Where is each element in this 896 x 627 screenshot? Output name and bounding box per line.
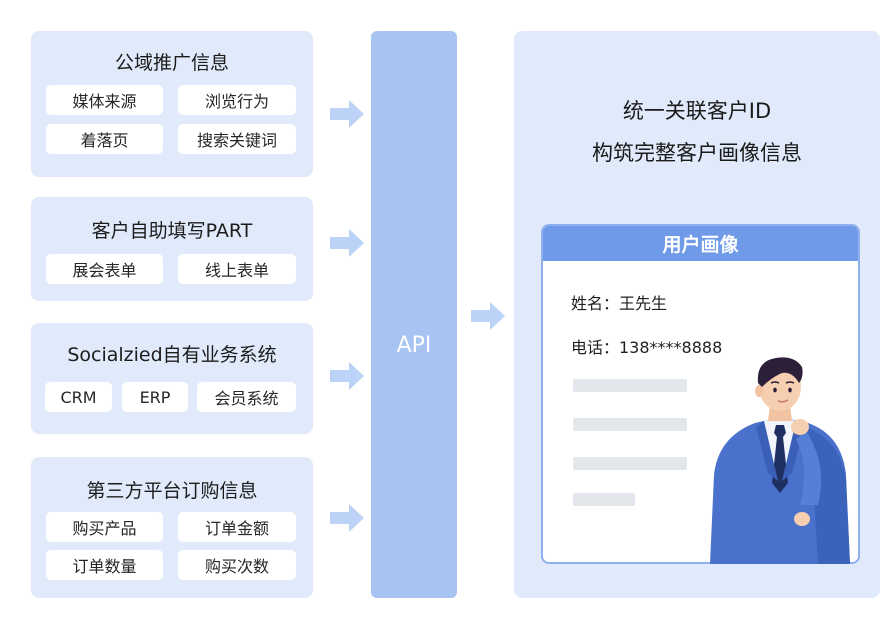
chip-media-source: 媒体来源: [46, 85, 163, 115]
headline-line-1: 统一关联客户ID: [622, 99, 772, 123]
businessman-illustration: [710, 357, 850, 564]
arrow-right-icon: [330, 100, 364, 128]
chip-order-quantity: 订单数量: [46, 550, 163, 580]
card-title: 用户画像: [543, 226, 858, 261]
api-column: API: [371, 31, 457, 598]
chip-exhibition-form: 展会表单: [46, 254, 163, 284]
chip-purchase-count: 购买次数: [178, 550, 296, 580]
name-field: 姓名：王先生: [571, 294, 668, 313]
placeholder-line: [573, 418, 687, 431]
group-title: 客户自助填写PART: [91, 220, 253, 242]
group-owned-systems: Socialzied自有业务系统 CRM ERP 会员系统: [31, 323, 313, 434]
chip-purchased-products: 购买产品: [46, 512, 163, 542]
placeholder-line: [573, 379, 687, 392]
chip-online-form: 线上表单: [178, 254, 296, 284]
group-third-party-orders: 第三方平台订购信息 购买产品 订单金额 订单数量 购买次数: [31, 457, 313, 598]
arrow-right-icon: [330, 362, 364, 390]
group-title: 公域推广信息: [114, 52, 229, 74]
phone-field: 电话：138****8888: [571, 338, 723, 357]
arrow-right-icon: [471, 302, 505, 330]
chip-landing-page: 着落页: [46, 124, 163, 154]
chip-erp: ERP: [122, 382, 188, 412]
arrow-right-icon: [330, 504, 364, 532]
chip-crm: CRM: [45, 382, 112, 412]
arrow-right-icon: [330, 229, 364, 257]
chip-search-keywords: 搜索关键词: [178, 124, 296, 154]
group-title: Socialzied自有业务系统: [67, 344, 277, 366]
group-title: 第三方平台订购信息: [86, 480, 258, 502]
chip-member-system: 会员系统: [197, 382, 296, 412]
api-label: API: [396, 333, 432, 358]
chip-browsing-behavior: 浏览行为: [178, 85, 296, 115]
placeholder-line: [573, 457, 687, 470]
group-public-promotion: 公域推广信息 媒体来源 浏览行为 着落页 搜索关键词: [31, 31, 313, 177]
chip-order-amount: 订单金额: [178, 512, 296, 542]
placeholder-line: [573, 493, 635, 506]
group-self-service-forms: 客户自助填写PART 展会表单 线上表单: [31, 197, 313, 301]
headline-line-2: 构筑完整客户画像信息: [592, 141, 802, 165]
